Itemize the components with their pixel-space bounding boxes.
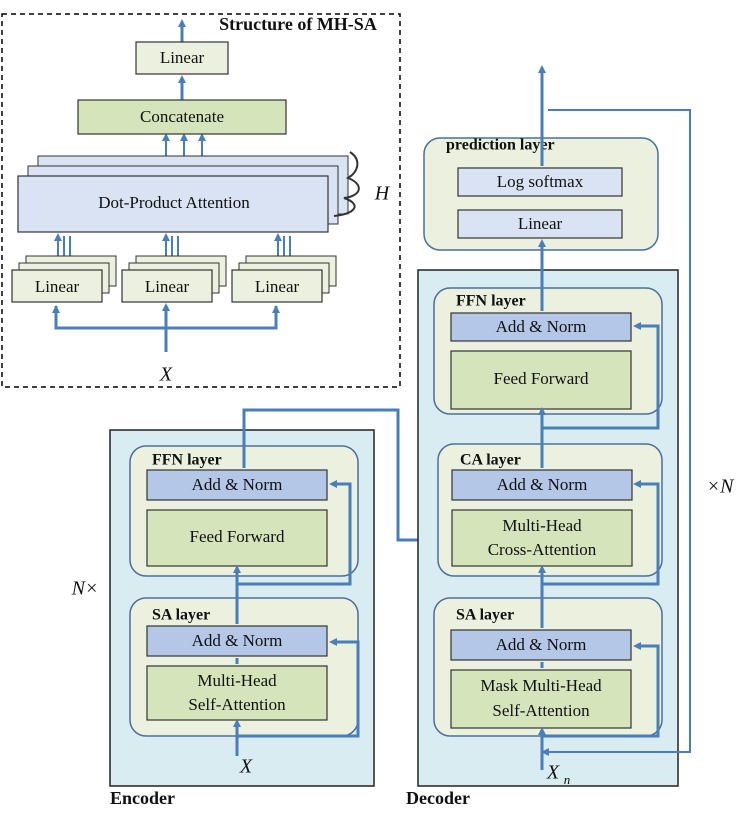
encoder-sa-body-line2: Self-Attention <box>188 695 286 714</box>
decoder-ca-addnorm-label: Add & Norm <box>497 475 588 494</box>
mhsa-panel: Structure of MH-SA Linear Concatenate Do… <box>1 13 401 388</box>
prediction-linear-label: Linear <box>518 214 563 233</box>
decoder-sa-body-line2: Self-Attention <box>492 701 590 720</box>
encoder-sa-addnorm-label: Add & Norm <box>192 631 283 650</box>
encoder-sa-title: SA layer <box>152 607 210 624</box>
decoder-title: Decoder <box>406 788 470 808</box>
mhsa-attention <box>17 175 329 233</box>
decoder-ffn-addnorm <box>450 312 632 342</box>
decoder-ca-body-line2: Cross-Attention <box>488 540 597 559</box>
decoder-ffn-title: FFN layer <box>456 293 526 310</box>
mhsa-linear-stack-1: Linear <box>11 255 117 303</box>
encoder-repeat-label: N× <box>71 578 99 600</box>
heads-brace <box>333 151 360 217</box>
encoder-title: Encoder <box>110 788 175 808</box>
mhsa-concatenate <box>77 99 287 135</box>
decoder-ffn-addnorm-label: Add & Norm <box>496 317 587 336</box>
decoder-ca-addnorm <box>451 469 633 501</box>
decoder-sa-body-line1: Mask Multi-Head <box>480 676 602 695</box>
mhsa-concatenate-label: Concatenate <box>140 107 224 126</box>
encoder-ffn-addnorm <box>146 469 328 501</box>
encoder-sa-addnorm <box>146 625 328 657</box>
decoder-sa-title: SA layer <box>456 607 514 624</box>
decoder-block: Decoder ×N prediction layer Log softmax … <box>406 65 735 808</box>
encoder-ffn-body <box>146 509 328 567</box>
encoder-sa-body <box>146 665 328 721</box>
decoder-input-subscript: n <box>564 772 571 787</box>
decoder-ca-body-line1: Multi-Head <box>502 516 582 535</box>
mhsa-linear-3-label: Linear <box>255 277 300 296</box>
encoder-block: Encoder N× FFN layer Add & Norm Feed For… <box>71 408 451 808</box>
encoder-input-label: X <box>239 756 253 778</box>
mhsa-linear-stack-2: Linear <box>121 255 227 303</box>
encoder-ffn-addnorm-label: Add & Norm <box>192 475 283 494</box>
prediction-linear-box <box>457 209 623 239</box>
decoder-ffn-body <box>450 350 632 410</box>
mhsa-linear-top-label: Linear <box>160 48 205 67</box>
heads-label: H <box>374 183 391 205</box>
encoder-ffn-title: FFN layer <box>152 452 222 469</box>
decoder-input-label: X <box>546 762 560 784</box>
mhsa-linear-stack-3: Linear <box>231 255 337 303</box>
mhsa-linear-top <box>135 41 229 75</box>
encoder-ffn-body-label: Feed Forward <box>190 527 285 546</box>
mhsa-input-label: X <box>159 364 173 386</box>
prediction-title: prediction layer <box>446 137 555 154</box>
mhsa-title: Structure of MH-SA <box>219 14 377 34</box>
decoder-repeat-label: ×N <box>707 476 735 498</box>
mhsa-attention-label: Dot-Product Attention <box>98 193 250 212</box>
decoder-sa-addnorm <box>450 629 632 661</box>
log-softmax-box <box>457 167 623 197</box>
encoder-sa-body-line1: Multi-Head <box>197 671 277 690</box>
decoder-ca-body <box>451 509 633 567</box>
mhsa-linear-2-label: Linear <box>145 277 190 296</box>
mhsa-linear-1-label: Linear <box>35 277 80 296</box>
log-softmax-label: Log softmax <box>497 172 584 191</box>
decoder-ca-title: CA layer <box>460 452 521 469</box>
decoder-sa-addnorm-label: Add & Norm <box>496 635 587 654</box>
decoder-ffn-body-label: Feed Forward <box>494 369 589 388</box>
mhsa-dashed-border <box>1 13 401 388</box>
